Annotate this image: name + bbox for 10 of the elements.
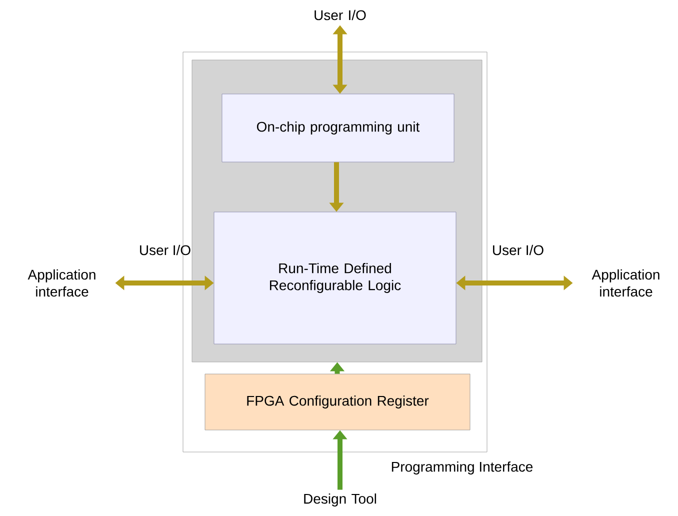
- edge-label: Programming Interface: [392, 461, 533, 475]
- interface-label: Application interface: [28, 269, 96, 297]
- tool-label: Design Tool: [304, 493, 376, 507]
- io-label: User I/O: [314, 10, 366, 20]
- edge-label: User I/O: [140, 244, 190, 256]
- register-box: FPGA Configuration Register: [204, 374, 470, 430]
- edge-label: User I/O: [493, 244, 544, 256]
- process-box: Run-Time Defined Reconfigurable Logic: [214, 212, 456, 344]
- process-box: On-chip programming unit: [222, 94, 454, 162]
- interface-label: Application interface: [592, 269, 660, 297]
